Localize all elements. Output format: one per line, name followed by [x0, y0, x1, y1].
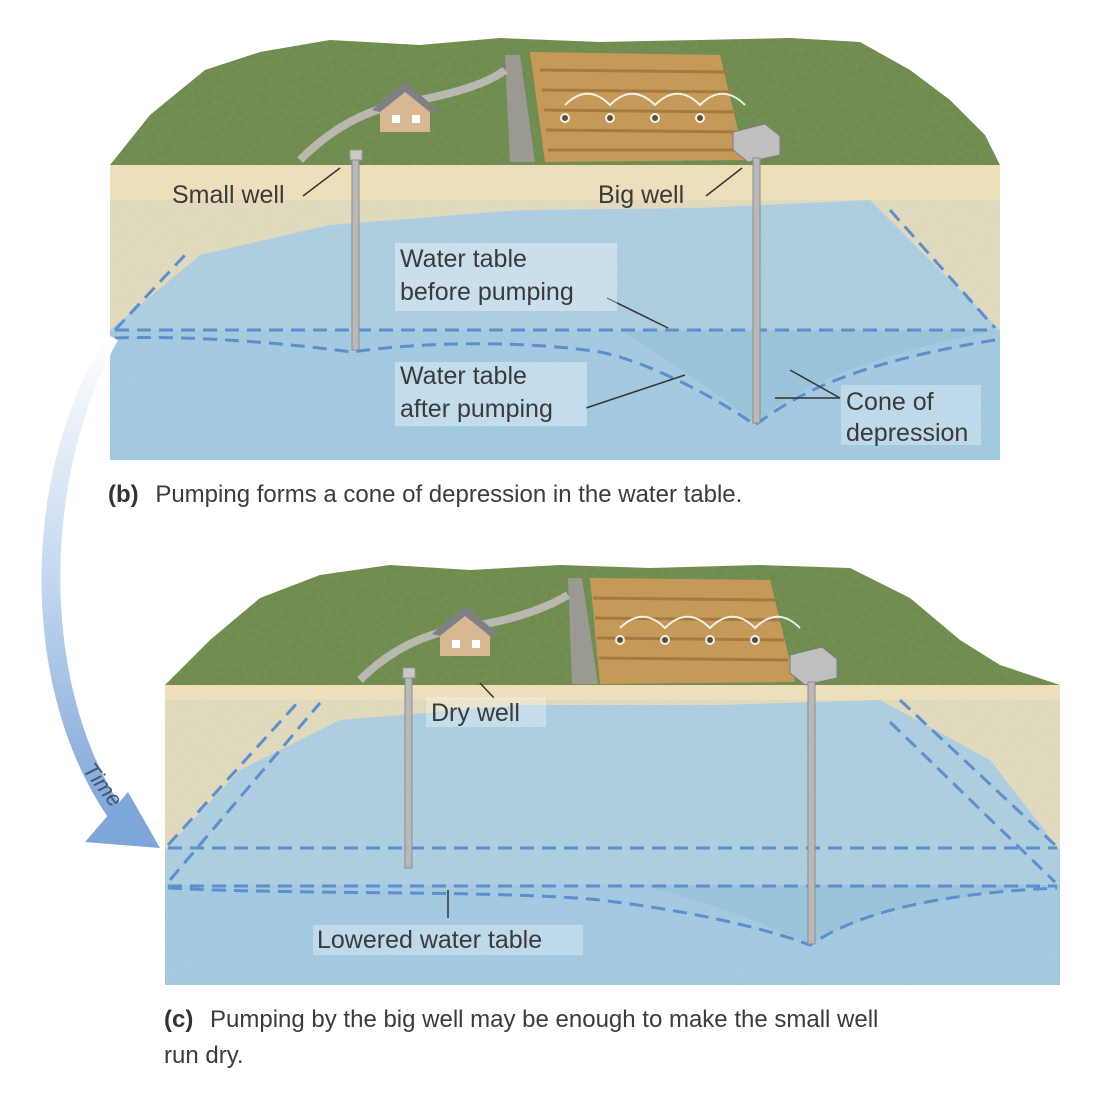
- dry-well-label: Dry well: [431, 699, 520, 727]
- water-table-after-label-2: after pumping: [400, 395, 553, 423]
- water-table-before-label-2: before pumping: [400, 278, 574, 306]
- big-well-label: Big well: [598, 181, 684, 209]
- small-well-c: [402, 667, 416, 869]
- well-pump-icon: [789, 646, 838, 686]
- well-pump-icon: [732, 123, 781, 163]
- cone-of-depression-fill-b: [620, 330, 1000, 425]
- house-icon: [432, 606, 498, 656]
- water-table-before-label-1: Water table: [400, 245, 527, 273]
- dashed-water-lines-b: [113, 209, 997, 427]
- cone-label-1: Cone of: [846, 388, 934, 416]
- irrigation-sprinkler-icon: [615, 615, 801, 645]
- panel-c: Dry well Lowered water table (c) Pumping…: [164, 565, 1060, 1069]
- lowered-water-table-label: Lowered water table: [317, 926, 542, 954]
- water-table-after-label-1: Water table: [400, 362, 527, 390]
- irrigation-sprinkler-icon: [560, 92, 746, 123]
- caption-c-line-2: run dry.: [164, 1042, 244, 1069]
- caption-b: (b) Pumping forms a cone of depression i…: [108, 481, 742, 508]
- caption-b-tag: (b): [108, 481, 139, 508]
- terrain-surface-c: [165, 565, 1060, 685]
- panel-b: Small well Big well Water table before p…: [108, 38, 1000, 508]
- big-well-b: [732, 123, 781, 424]
- cone-label-2: depression: [846, 419, 968, 447]
- caption-b-text: Pumping forms a cone of depression in th…: [155, 481, 742, 508]
- caption-c-line-1: (c) Pumping by the big well may be enoug…: [164, 1006, 878, 1033]
- caption-c-tag: (c): [164, 1006, 193, 1033]
- big-well-c: [789, 646, 838, 945]
- small-well-b: [349, 149, 363, 351]
- dashed-water-lines-c: [166, 698, 1058, 947]
- small-well-label: Small well: [172, 181, 285, 209]
- terrain-surface-b: [110, 38, 1000, 165]
- cone-of-depression-fill-c: [640, 885, 1060, 945]
- leader-lines-b: [302, 167, 841, 409]
- water-texture-c: [165, 700, 1060, 985]
- caption-c-text-1: Pumping by the big well may be enough to…: [210, 1006, 878, 1033]
- house-icon: [372, 82, 438, 132]
- leader-lines-c: [447, 682, 495, 918]
